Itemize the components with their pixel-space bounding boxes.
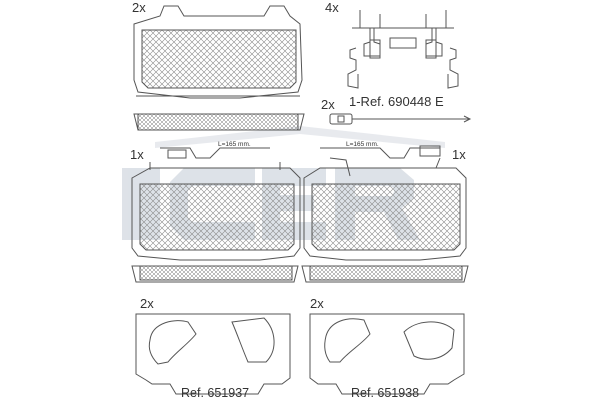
shim-right bbox=[309, 313, 465, 395]
quantity-label-sensor: 2x bbox=[321, 97, 335, 112]
brake-pad-mid-right bbox=[303, 145, 467, 261]
quantity-label-top-right: 4x bbox=[325, 0, 339, 15]
brake-pad-top-left-side bbox=[133, 113, 305, 131]
sensor-length-left: L=165 mm. bbox=[218, 141, 251, 148]
shim-left-reference: Ref. 651937 bbox=[181, 386, 250, 400]
shim-right-reference: Ref. 651938 bbox=[351, 386, 420, 400]
shim-left bbox=[135, 313, 291, 395]
quantity-label-mid-right: 1x bbox=[452, 147, 466, 162]
wear-sensor bbox=[329, 113, 472, 125]
quantity-label-top-left: 2x bbox=[132, 0, 146, 15]
sensor-reference: 1-Ref. 690448 E bbox=[349, 94, 444, 109]
brake-pad-mid-right-side bbox=[301, 265, 469, 283]
brake-pad-top-left bbox=[133, 5, 303, 99]
brake-pad-mid-left-side bbox=[131, 265, 299, 283]
sensor-length-right: L=165 mm. bbox=[346, 141, 379, 148]
quantity-label-shim-left: 2x bbox=[140, 296, 154, 311]
quantity-label-mid-left: 1x bbox=[130, 147, 144, 162]
retaining-clip bbox=[347, 10, 459, 89]
quantity-label-shim-right: 2x bbox=[310, 296, 324, 311]
brake-pad-mid-left bbox=[131, 147, 301, 261]
